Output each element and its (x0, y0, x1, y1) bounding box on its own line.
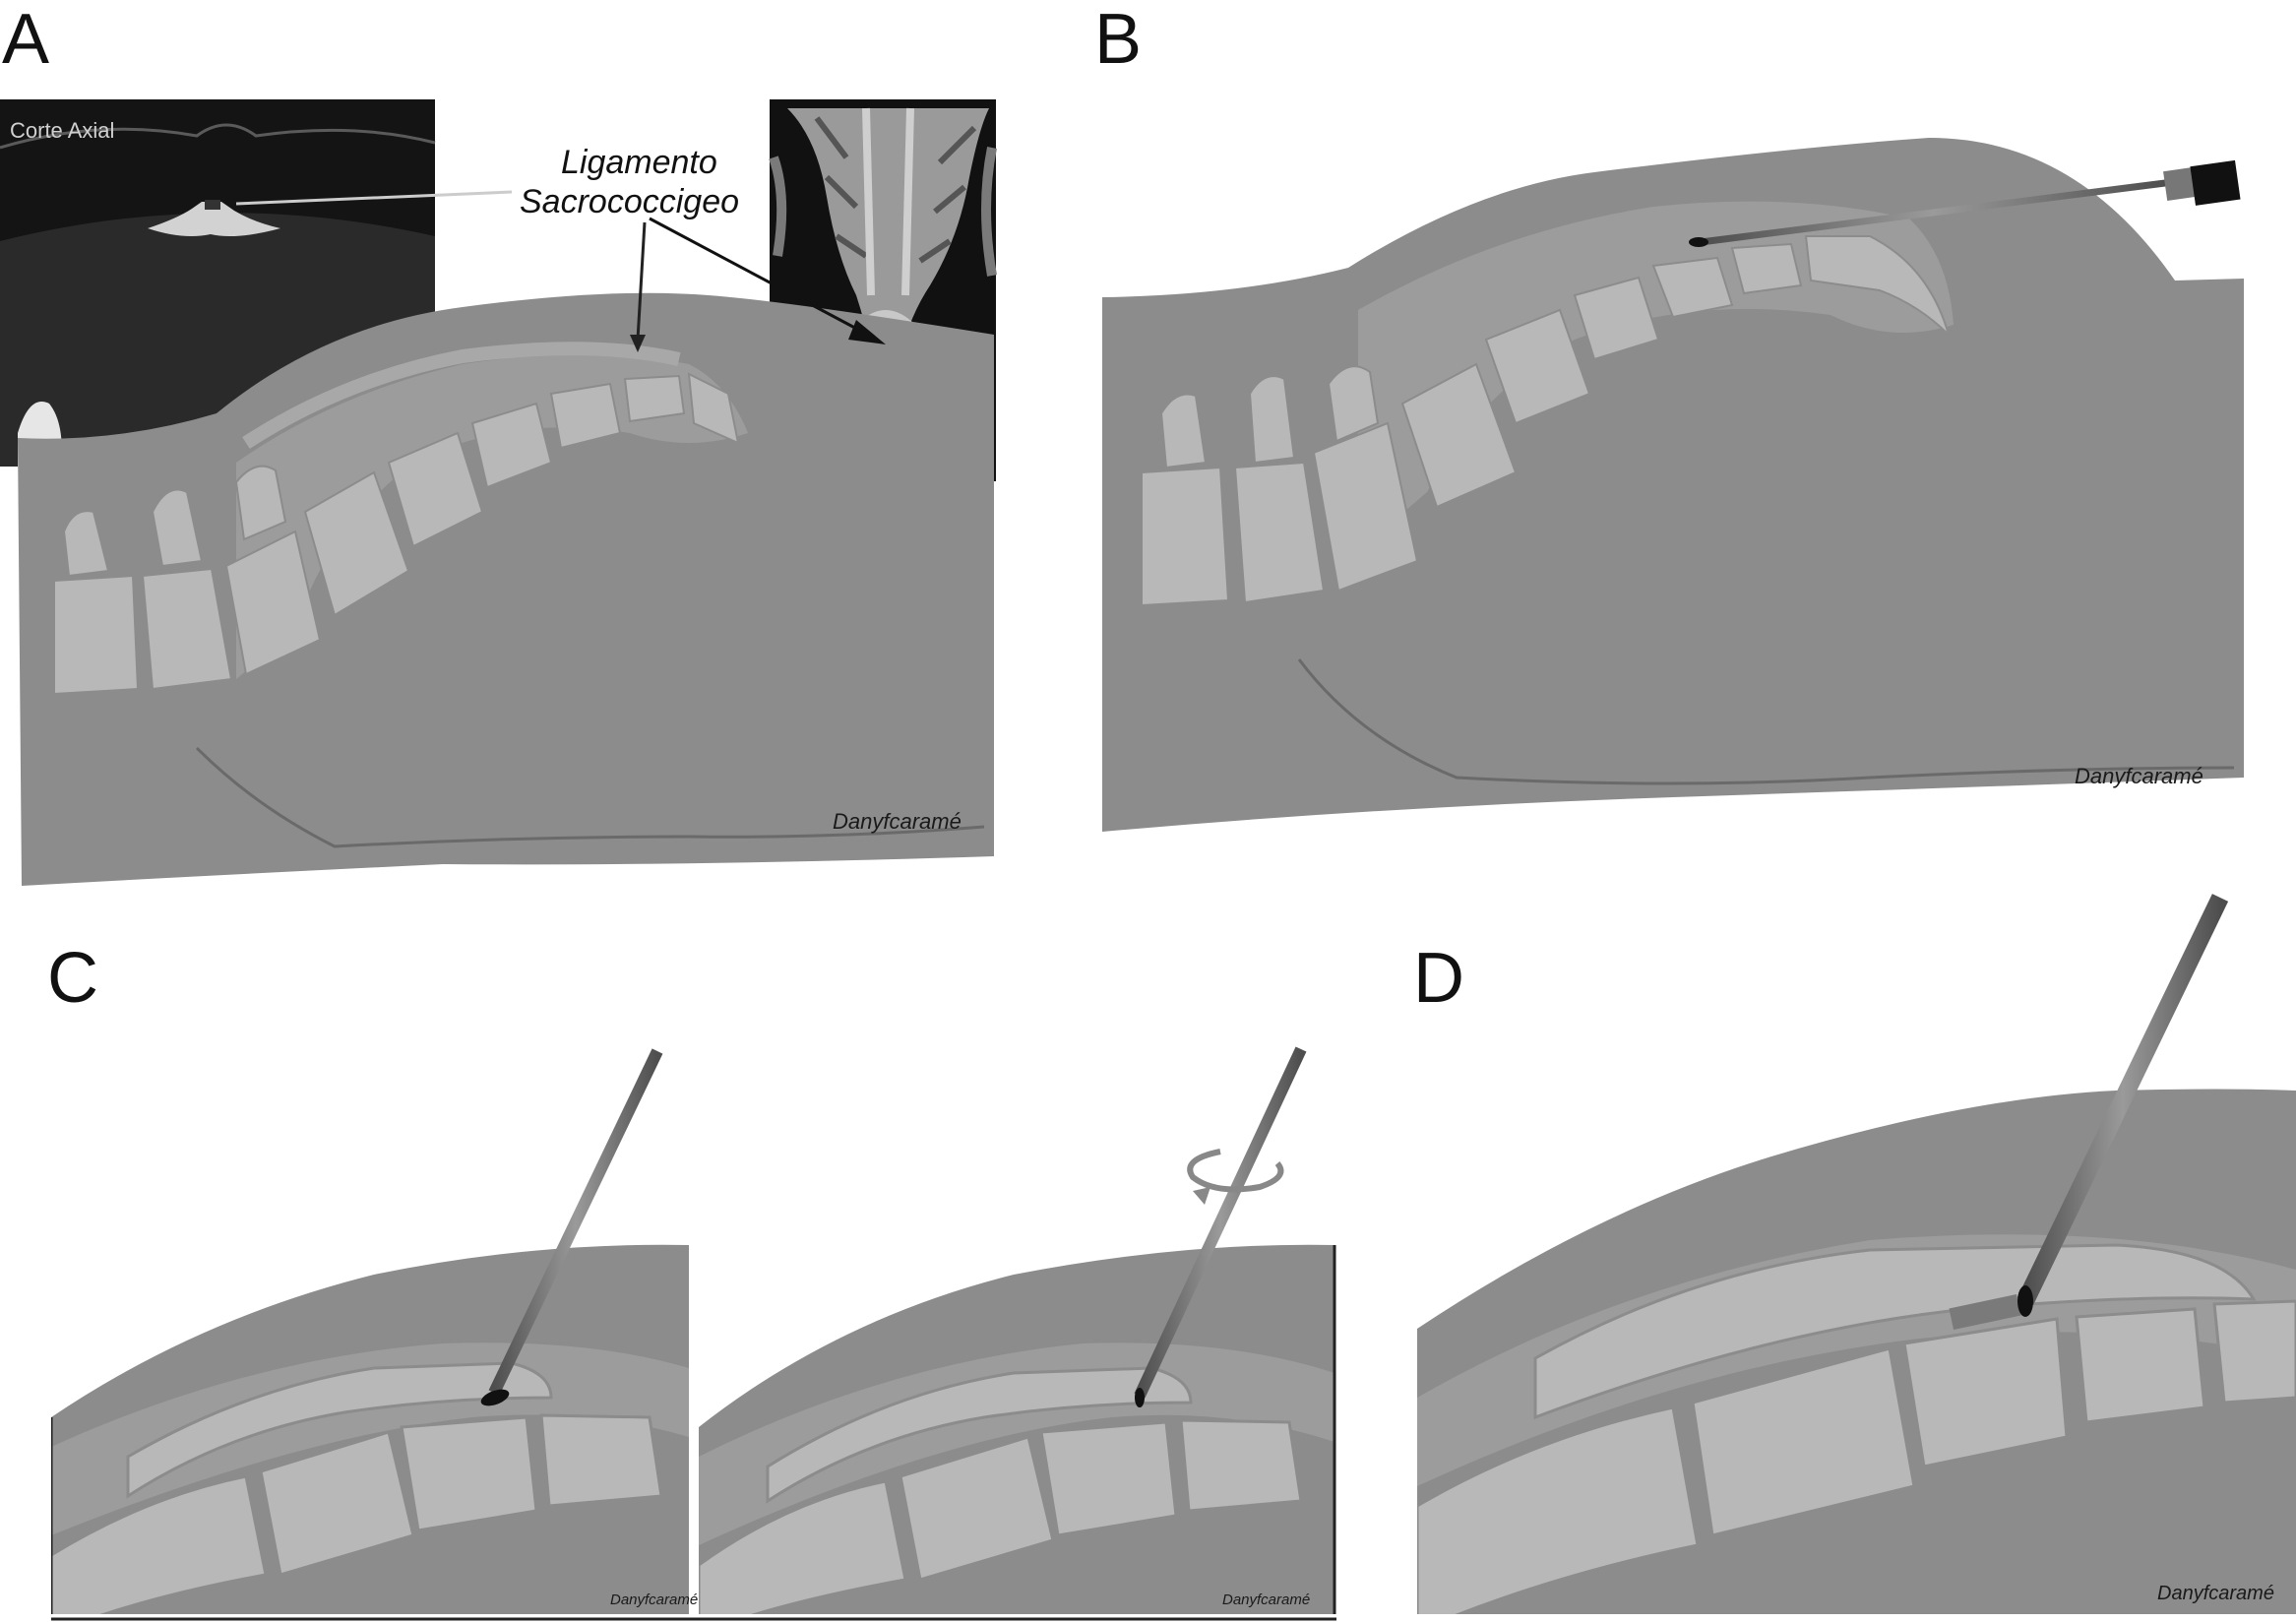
signature-c1: Danyfcaramé (610, 1592, 698, 1608)
rotation-arrowhead-icon (1193, 1187, 1210, 1205)
callout-line2: Sacrococcigeo (520, 183, 739, 220)
panel-d (1417, 1090, 2296, 1623)
signature-a: Danyfcaramé (833, 809, 962, 834)
panel-c-step2 (699, 1245, 1334, 1623)
callout-line1: Ligamento (561, 144, 717, 181)
axial-inset-label: Corte Axial (10, 118, 114, 143)
panel-a: Corte Axial (0, 99, 996, 886)
panel-b: Danyfcaramé (1102, 138, 2244, 832)
signature-d: Danyfcaramé (2157, 1583, 2274, 1604)
panel-c-step1 (51, 1245, 689, 1623)
signature-c2: Danyfcaramé (1222, 1592, 1310, 1608)
signature-b: Danyfcaramé (2075, 764, 2203, 788)
